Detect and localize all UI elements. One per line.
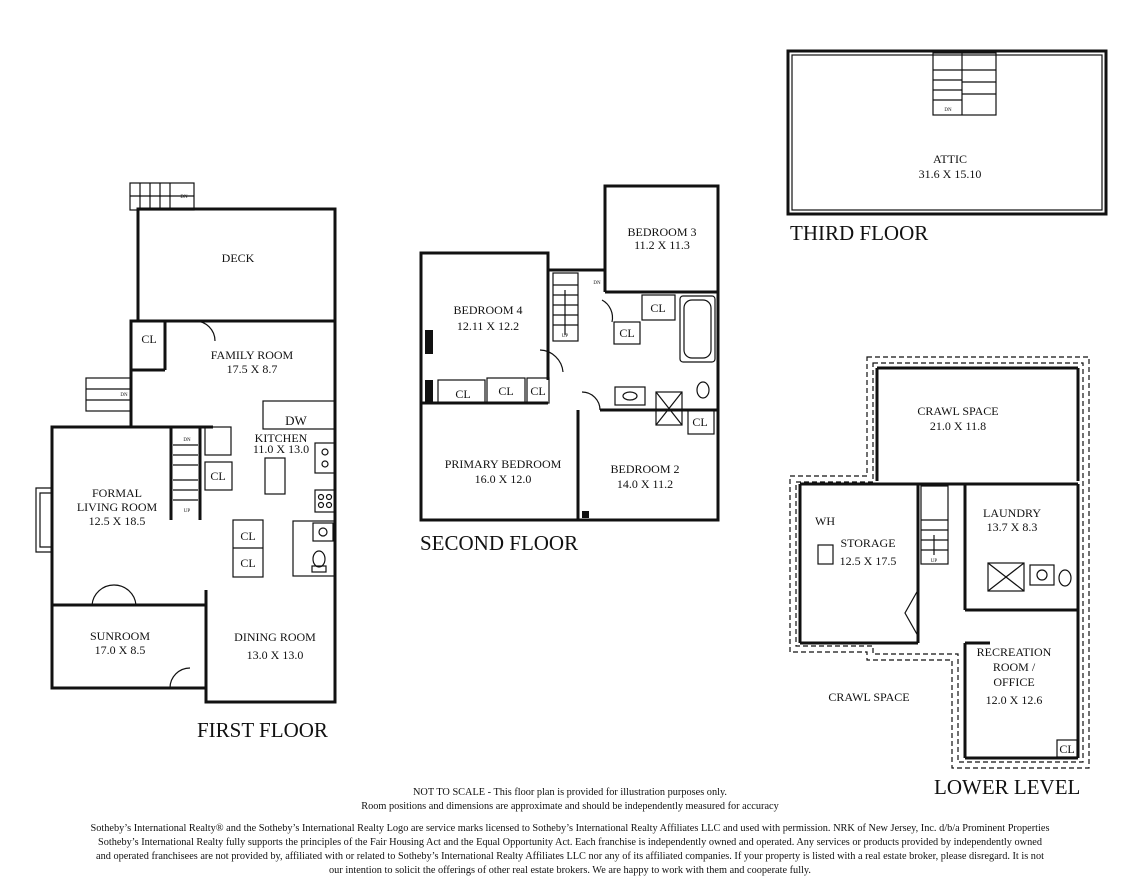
crawl-space-top-name: CRAWL SPACE bbox=[917, 404, 998, 418]
first-floor-title: FIRST FLOOR bbox=[197, 718, 328, 742]
sunroom-dims: 17.0 X 8.5 bbox=[95, 643, 146, 657]
laundry-sink bbox=[1029, 564, 1055, 586]
laundry-name: LAUNDRY bbox=[983, 506, 1041, 520]
lower-toilet bbox=[1058, 569, 1072, 587]
legal-line-3: and operated franchisees are not provide… bbox=[96, 851, 1044, 862]
bed4-closet-label: CL bbox=[455, 387, 470, 401]
attic-outline bbox=[786, 49, 1108, 216]
laundry-dims: 13.7 X 8.3 bbox=[987, 520, 1038, 534]
attic-stairs: DN bbox=[932, 52, 997, 116]
hall-closet-label: CL bbox=[619, 326, 634, 340]
bed3-closet-label: CL bbox=[650, 301, 665, 315]
bathtub bbox=[679, 295, 716, 363]
lower-level-title: LOWER LEVEL bbox=[934, 775, 1080, 799]
scale-disclaimer: NOT TO SCALE - This floor plan is provid… bbox=[0, 786, 1140, 814]
bedroom4-name: BEDROOM 4 bbox=[453, 303, 522, 317]
kitchen-sink bbox=[314, 442, 336, 474]
formal-living-dims: 12.5 X 18.5 bbox=[89, 514, 146, 528]
kitchen-range bbox=[314, 489, 336, 513]
crawl-space-bottom-name: CRAWL SPACE bbox=[828, 690, 909, 704]
svg-text:DN: DN bbox=[944, 108, 952, 113]
svg-text:DN: DN bbox=[593, 281, 601, 286]
interior-stairs: DN UP bbox=[173, 438, 198, 514]
dining-room-name: DINING ROOM bbox=[234, 630, 316, 644]
shower bbox=[655, 391, 683, 426]
disclaimer-line-2: Room positions and dimensions are approx… bbox=[361, 801, 779, 812]
bedroom3-name: BEDROOM 3 bbox=[627, 225, 696, 239]
svg-text:DN: DN bbox=[120, 393, 128, 398]
lower-level-outer-outline bbox=[789, 356, 1090, 769]
powder-room bbox=[292, 520, 336, 577]
crawl-space-top-dims: 21.0 X 11.8 bbox=[930, 419, 986, 433]
recreation-dims: 12.0 X 12.6 bbox=[986, 693, 1043, 707]
legal-line-2: Sotheby’s International Realty fully sup… bbox=[98, 837, 1042, 848]
bed2-closet-label: CL bbox=[692, 415, 707, 429]
lower-level-stairs: UP bbox=[920, 485, 949, 565]
family-closet-label: CL bbox=[141, 332, 156, 346]
hall-closet-b-label: CL bbox=[240, 556, 255, 570]
attic-dims: 31.6 X 15.10 bbox=[919, 167, 982, 181]
third-floor-plan: DN ATTIC 31.6 X 15.10 THIRD FLOOR bbox=[786, 49, 1108, 245]
primary-closet-b-label: CL bbox=[530, 384, 545, 398]
storage-dims: 12.5 X 17.5 bbox=[840, 554, 897, 568]
bath-sink bbox=[614, 386, 646, 406]
svg-text:UP: UP bbox=[562, 334, 569, 339]
second-floor-plan: DN UP CL CL CL CL CL CL BEDROOM 4 12. bbox=[419, 184, 720, 555]
lower-level-plan: UP CL CRAWL SPACE 21.0 X 11.8 WH STORAGE… bbox=[789, 356, 1090, 799]
deck-outline bbox=[136, 207, 337, 323]
primary-closet-a-label: CL bbox=[498, 384, 513, 398]
side-stairs: DN bbox=[85, 377, 132, 412]
recreation-name-2: ROOM / bbox=[993, 660, 1036, 674]
kitchen-counter bbox=[262, 400, 336, 430]
deck-stairs-dn-label: DN bbox=[180, 195, 188, 200]
family-room-dims: 17.5 X 8.7 bbox=[227, 362, 278, 376]
svg-text:UP: UP bbox=[931, 559, 938, 564]
bedroom2-dims: 14.0 X 11.2 bbox=[617, 477, 673, 491]
hall-closet-a-label: CL bbox=[240, 529, 255, 543]
laundry-shower bbox=[987, 562, 1025, 592]
attic-name: ATTIC bbox=[933, 152, 967, 166]
recreation-name-1: RECREATION bbox=[977, 645, 1052, 659]
bedroom3-dims: 11.2 X 11.3 bbox=[634, 238, 690, 252]
bedroom2-name: BEDROOM 2 bbox=[610, 462, 679, 476]
kitchen-dims: 11.0 X 13.0 bbox=[253, 442, 309, 456]
second-floor-title: SECOND FLOOR bbox=[420, 531, 578, 555]
primary-bedroom-dims: 16.0 X 12.0 bbox=[475, 472, 532, 486]
svg-text:DN: DN bbox=[183, 438, 191, 443]
third-floor-title: THIRD FLOOR bbox=[790, 221, 928, 245]
bay-window bbox=[35, 487, 52, 553]
lower-closet-label: CL bbox=[1059, 742, 1074, 756]
dining-room-dims: 13.0 X 13.0 bbox=[247, 648, 304, 662]
first-floor-plan: DN DN CL DW bbox=[35, 182, 337, 742]
deck-name: DECK bbox=[222, 251, 255, 265]
stair-closet-label: CL bbox=[210, 469, 225, 483]
disclaimer-line-1: NOT TO SCALE - This floor plan is provid… bbox=[412, 787, 728, 798]
legal-notice: Sotheby’s International Realty® and the … bbox=[0, 822, 1140, 878]
recreation-name-3: OFFICE bbox=[993, 675, 1034, 689]
water-heater bbox=[817, 544, 834, 565]
kitchen-island bbox=[264, 457, 286, 495]
water-heater-label: WH bbox=[815, 514, 835, 528]
legal-line-1: Sotheby’s International Realty® and the … bbox=[90, 823, 1050, 834]
formal-living-name-2: LIVING ROOM bbox=[77, 500, 158, 514]
family-room-name: FAMILY ROOM bbox=[211, 348, 294, 362]
legal-line-4: our intention to solicit the offerings o… bbox=[329, 865, 811, 876]
sunroom-name: SUNROOM bbox=[90, 629, 150, 643]
second-floor-stairs: DN UP bbox=[552, 272, 601, 342]
primary-bedroom-name: PRIMARY BEDROOM bbox=[445, 457, 562, 471]
toilet bbox=[696, 381, 710, 399]
bedroom4-dims: 12.11 X 12.2 bbox=[457, 319, 519, 333]
svg-text:UP: UP bbox=[184, 509, 191, 514]
deck-stairs: DN bbox=[129, 182, 195, 211]
formal-living-name-1: FORMAL bbox=[92, 486, 142, 500]
storage-name: STORAGE bbox=[840, 536, 895, 550]
kitchen-name: KITCHEN bbox=[255, 431, 308, 445]
dishwasher-label: DW bbox=[285, 413, 307, 428]
